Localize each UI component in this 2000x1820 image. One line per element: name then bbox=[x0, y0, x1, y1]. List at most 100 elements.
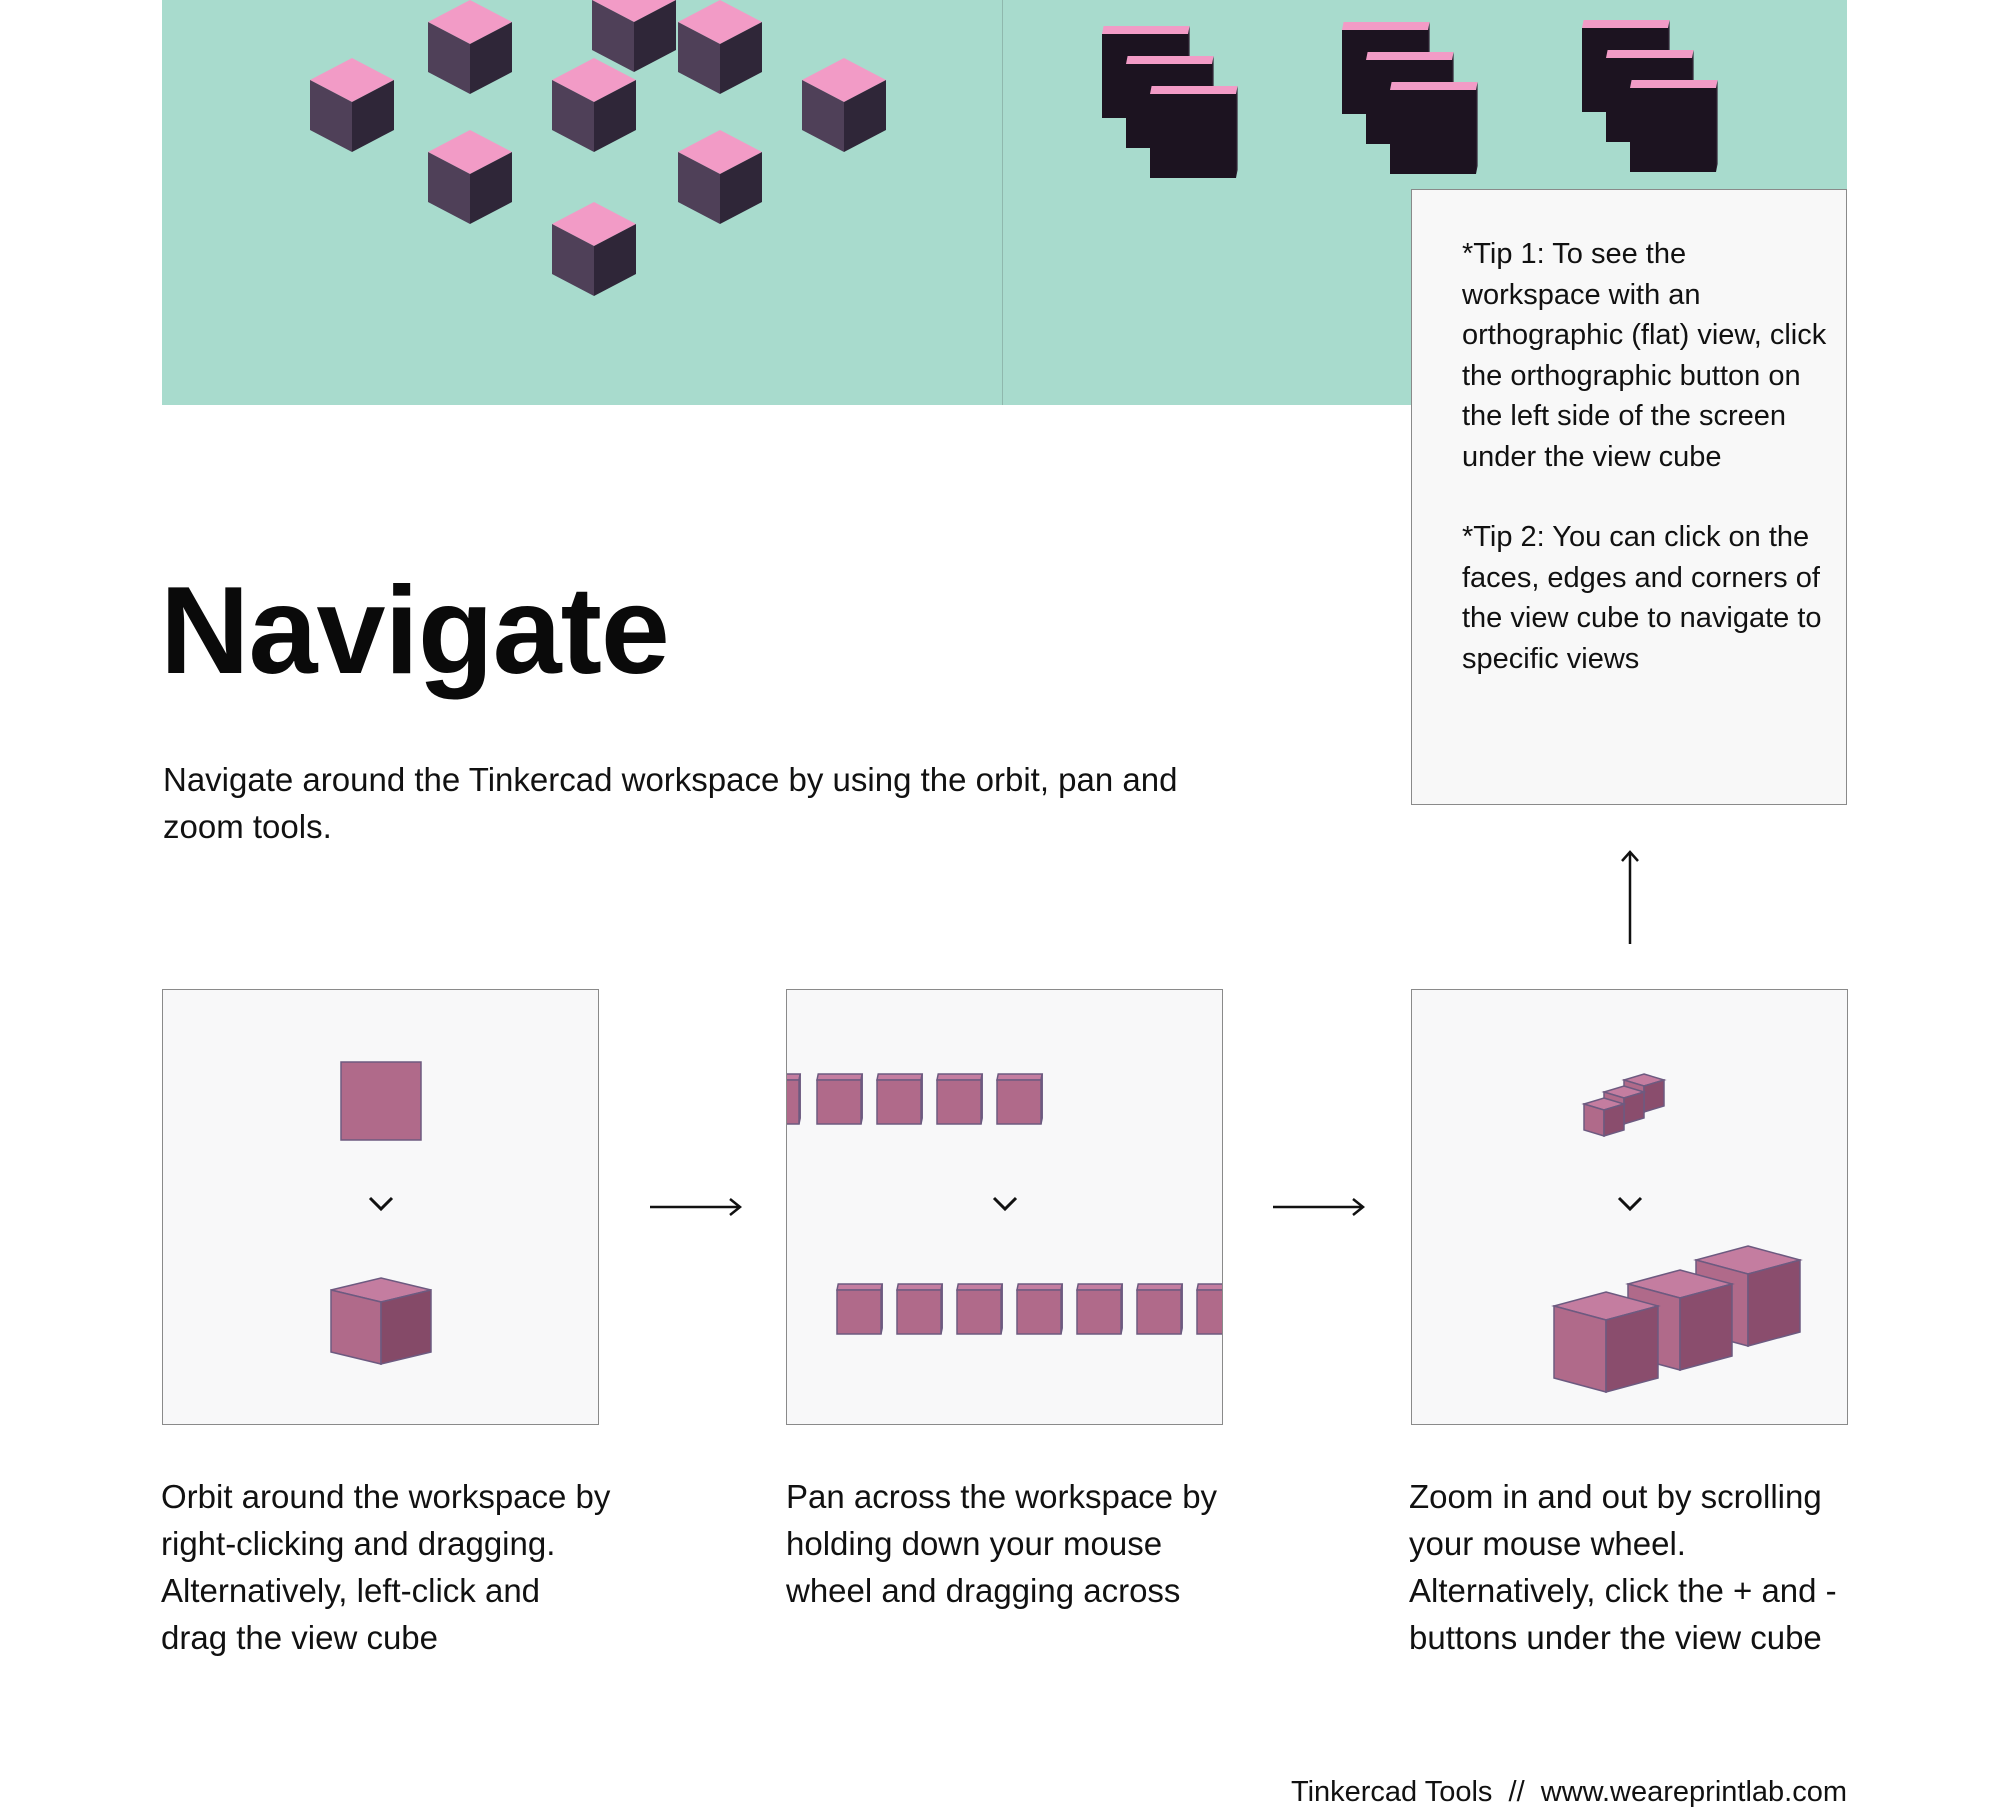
cube-side bbox=[1476, 82, 1478, 174]
tip-1: *Tip 1: To see the workspace with an ort… bbox=[1462, 238, 1827, 473]
square-face bbox=[340, 1061, 422, 1141]
cube bbox=[996, 1073, 1044, 1125]
cube bbox=[816, 1073, 864, 1125]
tip-box: *Tip 1: To see the workspace with an ort… bbox=[1411, 189, 1847, 805]
cube-front bbox=[787, 1079, 800, 1125]
cube-left bbox=[592, 0, 634, 72]
cube bbox=[1076, 1283, 1124, 1335]
cube-left bbox=[802, 80, 844, 152]
orbit-caption: Orbit around the workspace by right-clic… bbox=[161, 1478, 611, 1656]
cube-front bbox=[1196, 1289, 1222, 1335]
flat-square bbox=[340, 1061, 422, 1141]
arrow-up-icon bbox=[1621, 850, 1639, 944]
cube-right bbox=[594, 80, 636, 152]
cube-right bbox=[380, 1289, 432, 1365]
chevron-down-icon bbox=[368, 1196, 394, 1212]
zoom-caption: Zoom in and out by scrolling your mouse … bbox=[1409, 1478, 1837, 1656]
cube bbox=[836, 1283, 884, 1335]
cube bbox=[678, 0, 762, 94]
cube-front bbox=[996, 1079, 1042, 1125]
orbit-panel bbox=[162, 989, 599, 1425]
cube-right bbox=[720, 22, 762, 94]
cube-front bbox=[836, 1289, 882, 1335]
cube bbox=[956, 1283, 1004, 1335]
cube-front bbox=[816, 1079, 862, 1125]
cube-top bbox=[1390, 82, 1478, 90]
cube-top bbox=[1102, 26, 1190, 34]
cube bbox=[1196, 1283, 1222, 1335]
page-title: Navigate bbox=[160, 562, 670, 700]
cube-top bbox=[1606, 50, 1694, 58]
zoom-panel bbox=[1411, 989, 1848, 1425]
cube-top bbox=[1126, 56, 1214, 64]
cube-left bbox=[310, 80, 352, 152]
cube-left bbox=[428, 22, 470, 94]
cube bbox=[1390, 82, 1478, 174]
zoom-illustration bbox=[1551, 1073, 1803, 1393]
cube-top bbox=[1136, 1283, 1184, 1291]
chevron-down-icon bbox=[992, 1196, 1018, 1212]
cube bbox=[330, 1277, 432, 1365]
cube-front bbox=[1016, 1289, 1062, 1335]
cube-right bbox=[1603, 1102, 1625, 1138]
cube-top bbox=[1196, 1283, 1222, 1291]
cube-top bbox=[592, 0, 676, 22]
cube bbox=[552, 58, 636, 152]
cube-side bbox=[1716, 80, 1718, 172]
cube bbox=[787, 1073, 802, 1125]
cube-left bbox=[1553, 1305, 1607, 1393]
cube-top bbox=[896, 1283, 944, 1291]
cube-right bbox=[1623, 1090, 1645, 1126]
cube bbox=[310, 58, 394, 152]
cube bbox=[428, 130, 512, 224]
cube-front bbox=[1150, 94, 1236, 178]
cube-left bbox=[552, 224, 594, 296]
cube-top bbox=[836, 1283, 884, 1291]
cube-top bbox=[1582, 20, 1670, 28]
cube-left bbox=[678, 22, 720, 94]
orbit-illustration bbox=[330, 1061, 432, 1365]
cube-top bbox=[816, 1073, 864, 1081]
cube-right bbox=[1605, 1305, 1659, 1393]
cube-top bbox=[936, 1073, 984, 1081]
cube-left bbox=[552, 80, 594, 152]
cube-top bbox=[1630, 80, 1718, 88]
cube bbox=[1551, 1291, 1661, 1393]
cube bbox=[678, 130, 762, 224]
intro-text: Navigate around the Tinkercad workspace … bbox=[163, 761, 1178, 845]
cube-right bbox=[1747, 1259, 1801, 1347]
cube-top bbox=[996, 1073, 1044, 1081]
cube-right bbox=[352, 80, 394, 152]
cube bbox=[1581, 1097, 1627, 1138]
cube-right bbox=[470, 22, 512, 94]
cube-top bbox=[1076, 1283, 1124, 1291]
hero-divider bbox=[1002, 0, 1003, 405]
cube bbox=[802, 58, 886, 152]
cube-top bbox=[1150, 86, 1238, 94]
cube-top bbox=[1016, 1283, 1064, 1291]
pan-panel bbox=[786, 989, 1223, 1425]
cube bbox=[428, 0, 512, 94]
cube-side bbox=[1236, 86, 1238, 178]
cube bbox=[896, 1283, 944, 1335]
cube-left bbox=[678, 152, 720, 224]
arrow-right-icon bbox=[650, 1198, 743, 1216]
cube-front bbox=[1076, 1289, 1122, 1335]
tip-2: *Tip 2: You can click on the faces, edge… bbox=[1462, 521, 1822, 675]
cube-front bbox=[1136, 1289, 1182, 1335]
cube-right bbox=[594, 224, 636, 296]
cube bbox=[1630, 80, 1718, 172]
cube-front bbox=[956, 1289, 1002, 1335]
cube bbox=[1136, 1283, 1184, 1335]
cube bbox=[552, 202, 636, 296]
arrow-right-icon bbox=[1273, 1198, 1366, 1216]
cube-front bbox=[876, 1079, 922, 1125]
cube-right bbox=[720, 152, 762, 224]
pan-illustration bbox=[787, 1073, 1222, 1335]
cube-left bbox=[1583, 1102, 1605, 1138]
cube bbox=[592, 0, 676, 72]
cube-front bbox=[1390, 90, 1476, 174]
cube bbox=[1016, 1283, 1064, 1335]
cube-left bbox=[428, 152, 470, 224]
cube-front bbox=[896, 1289, 942, 1335]
